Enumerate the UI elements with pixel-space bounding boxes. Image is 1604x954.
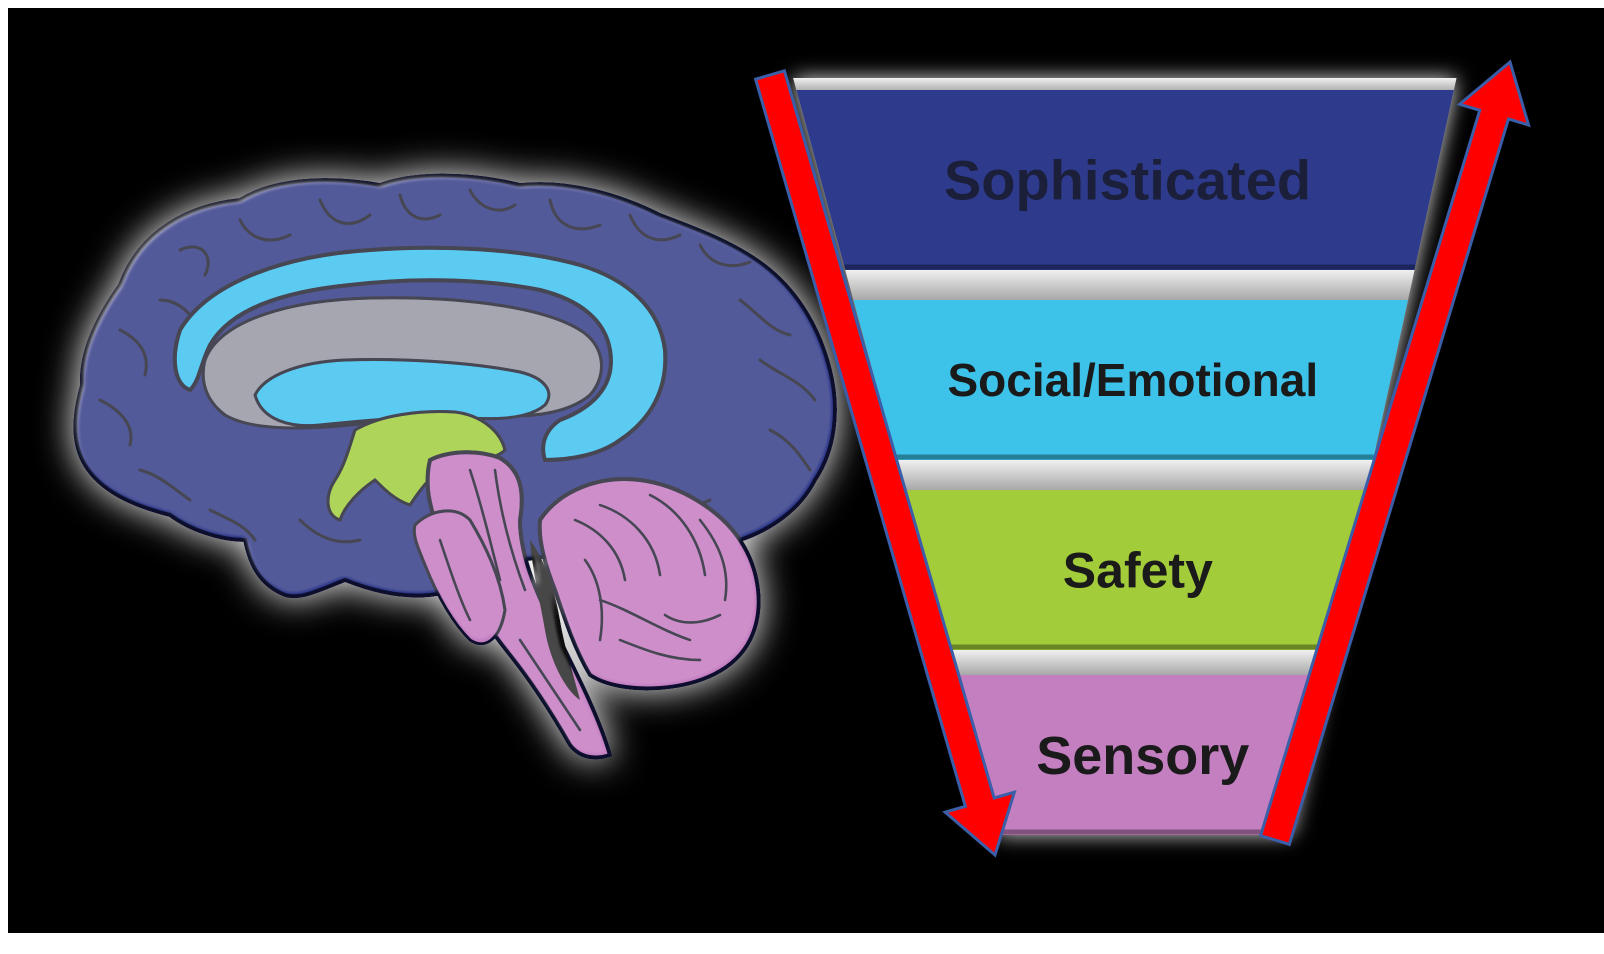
frame-bottom <box>0 933 1604 949</box>
level-separator <box>845 270 1414 300</box>
level-label: Social/Emotional <box>947 354 1318 406</box>
funnel-top-rim <box>793 78 1456 92</box>
level-label: Sensory <box>1036 726 1249 786</box>
frame-top <box>0 0 1604 8</box>
level-label: Sophisticated <box>944 149 1311 212</box>
level-separator <box>948 650 1331 675</box>
frame-left <box>0 0 8 949</box>
level-label: Safety <box>1063 543 1213 599</box>
level-separator <box>897 460 1373 490</box>
